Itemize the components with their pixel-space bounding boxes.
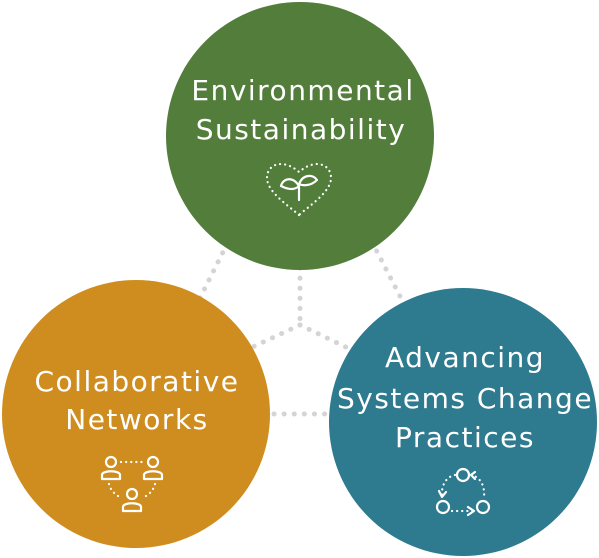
- connector-right-top: [369, 239, 405, 303]
- systems-circle: [329, 288, 597, 556]
- heart-sprout-icon: [265, 162, 333, 217]
- cycle-icon: [435, 467, 491, 517]
- environmental-sustainability-node: Environmental Sustainability: [166, 2, 434, 270]
- environmental-circle: [166, 2, 434, 270]
- connector-lines: [197, 239, 405, 417]
- connector-center-left: [243, 322, 303, 353]
- systems-label-line-3: Practices: [395, 421, 535, 454]
- collaborative-label-line-1: Collaborative: [34, 365, 239, 398]
- environmental-label-line-2: Sustainability: [196, 113, 407, 146]
- connector-left-top: [197, 239, 231, 301]
- collaborative-label-line-2: Networks: [65, 403, 209, 436]
- collaborative-networks-node: Collaborative Networks: [2, 280, 270, 548]
- systems-label-line-1: Advancing: [385, 341, 545, 374]
- people-network-icon: [100, 455, 164, 513]
- systems-label-line-2: Systems Change: [337, 382, 593, 415]
- collaborative-circle: [2, 280, 270, 548]
- connector-center-right: [297, 322, 355, 353]
- systems-change-node: Advancing Systems Change Practices: [329, 288, 597, 556]
- environmental-label-line-1: Environmental: [191, 74, 414, 107]
